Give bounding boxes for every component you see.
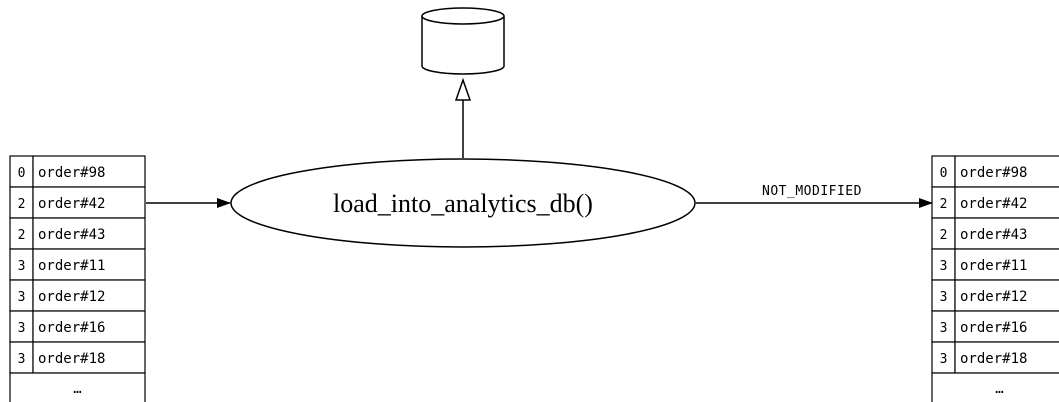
hollow-arrowhead-icon [454,77,472,101]
table-more-row: … [931,372,1059,402]
row-value: order#43 [38,227,105,243]
function-label: load_into_analytics_db() [333,189,593,218]
row-value: order#98 [38,165,105,181]
row-value: order#42 [38,196,105,212]
row-value: order#18 [960,351,1027,367]
row-index: 3 [18,290,26,305]
table-row: 0 order#98 [9,155,146,188]
row-value: order#16 [38,320,105,336]
edge-output: NOT_MODIFIED [696,184,933,208]
table-row: 3 order#11 [9,248,146,281]
table-row: 2 order#43 [931,217,1059,250]
table-row: 2 order#42 [931,186,1059,219]
row-index: 2 [940,228,948,243]
row-value: order#12 [38,289,105,305]
table-row: 0 order#98 [931,155,1059,188]
table-row: 2 order#42 [9,186,146,219]
database-icon [421,7,505,75]
row-index: 3 [940,352,948,367]
output-table: 0 order#98 2 order#42 2 order#43 3 order#11 3 ord… [931,155,1059,402]
table-row: 3 order#18 [931,341,1059,374]
table-row: 2 order#43 [9,217,146,250]
row-index: 3 [18,321,26,336]
row-index: 3 [940,321,948,336]
row-value: order#18 [38,351,105,367]
row-value: order#11 [38,258,105,274]
row-value: order#11 [960,258,1027,274]
row-value: order#43 [960,227,1027,243]
row-value: order#98 [960,165,1027,181]
row-index: 3 [940,290,948,305]
row-index: 2 [18,197,26,212]
table-row: 3 order#12 [931,279,1059,312]
input-table: 0 order#98 2 order#42 2 order#43 3 order#11 3 ord… [9,155,146,402]
row-index: 3 [18,352,26,367]
row-index: 2 [18,228,26,243]
row-index: 0 [18,166,26,181]
edge-to-database [454,77,472,158]
table-row: 3 order#16 [9,310,146,343]
table-row: 3 order#18 [9,341,146,374]
row-value: order#16 [960,320,1027,336]
function-node[interactable]: load_into_analytics_db() [230,158,696,248]
table-row: 3 order#11 [931,248,1059,281]
table-row: 3 order#12 [9,279,146,312]
row-index: 3 [940,259,948,274]
ellipsis-text: … [73,381,81,397]
table-row: 3 order#16 [931,310,1059,343]
row-index: 2 [940,197,948,212]
edge-output-label: NOT_MODIFIED [762,184,862,199]
row-value: order#12 [960,289,1027,305]
row-index: 0 [940,166,948,181]
row-index: 3 [18,259,26,274]
table-more-row: … [9,372,146,402]
ellipsis-text: … [995,381,1003,397]
row-value: order#42 [960,196,1027,212]
